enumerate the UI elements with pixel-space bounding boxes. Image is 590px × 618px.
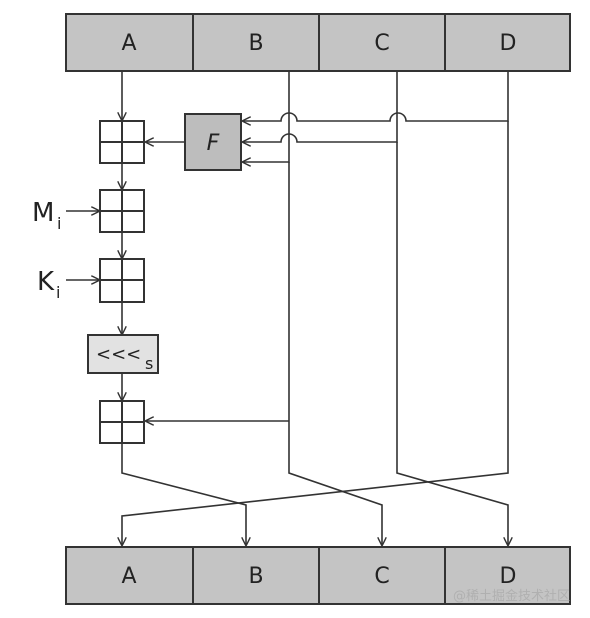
top-register-b <box>192 13 320 72</box>
bottom-register-b-label: B <box>248 564 263 589</box>
watermark: @稀土掘金技术社区 <box>453 588 570 604</box>
bottom-register-d-label: D <box>500 564 517 589</box>
top-register-b-label: B <box>248 31 263 56</box>
constant-subscript: i <box>56 283 60 302</box>
shift-subscript: s <box>145 354 153 373</box>
top-register-a-label: A <box>121 31 136 56</box>
top-register-a <box>65 13 194 72</box>
function-f-box: F <box>184 113 242 171</box>
b-to-bottom-c-arrow <box>288 162 382 545</box>
bottom-register-d <box>444 546 571 605</box>
adder-1 <box>99 120 145 164</box>
adder-2 <box>99 189 145 233</box>
adder-4 <box>99 400 145 444</box>
message-subscript: i <box>57 214 61 233</box>
top-register-d-label: D <box>500 31 517 56</box>
top-register-c-label: C <box>374 31 389 56</box>
d-to-bottom-a-arrow <box>122 121 509 545</box>
adder4-to-bottom-b-arrow <box>121 443 246 545</box>
message-label: M <box>32 198 54 228</box>
bottom-register-a <box>65 546 194 605</box>
function-f-label: F <box>207 131 220 156</box>
bottom-register-c-label: C <box>374 564 389 589</box>
c-to-bottom-d-arrow <box>396 142 508 545</box>
adder-3 <box>99 258 145 303</box>
top-register-d <box>444 13 571 72</box>
c-to-f-line <box>243 71 398 142</box>
bottom-register-b <box>192 546 320 605</box>
bottom-register-c <box>318 546 446 605</box>
shift-label: <<< <box>96 344 141 365</box>
bottom-register-row: A B C D <box>65 546 571 605</box>
d-to-f-line <box>243 71 509 121</box>
left-rotate-shift-box: <<< s <box>87 334 159 374</box>
connection-lines <box>66 71 508 545</box>
bottom-register-a-label: A <box>121 564 136 589</box>
top-register-row: A B C D <box>65 13 571 72</box>
constant-label: K <box>37 267 55 297</box>
top-register-c <box>318 13 446 72</box>
